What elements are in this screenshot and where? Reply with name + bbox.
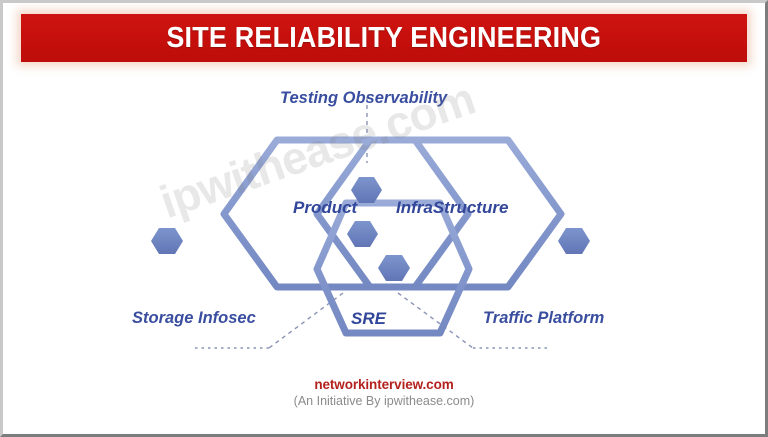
hexagon-infrastructure xyxy=(313,136,565,291)
label-storage-infosec: Storage Infosec xyxy=(132,309,256,327)
connector-bottom-right-diagonal xyxy=(397,292,474,349)
footer: networkinterview.com (An Initiative By i… xyxy=(3,377,765,408)
label-product: Product xyxy=(293,198,359,217)
hexagon-sre xyxy=(313,199,473,337)
label-traffic-platform: Traffic Platform xyxy=(483,309,604,327)
hexagon-marker-right xyxy=(558,228,590,254)
label-infrastructure: InfraStructure xyxy=(396,198,508,217)
label-sre: SRE xyxy=(351,309,387,328)
title-banner: SITE RELIABILITY ENGINEERING xyxy=(21,14,747,62)
hexagon-marker-lower xyxy=(378,255,410,281)
footer-tagline: (An Initiative By ipwithease.com) xyxy=(293,394,475,408)
hexagon-marker-left xyxy=(151,228,183,254)
label-testing-observability: Testing Observability xyxy=(280,89,448,107)
sre-venn-diagram: Product InfraStructure SRE Testing Obser… xyxy=(3,65,765,370)
footer-site-name: networkinterview.com xyxy=(314,377,454,392)
page-title: SITE RELIABILITY ENGINEERING xyxy=(166,21,602,54)
page-canvas: SITE RELIABILITY ENGINEERING xyxy=(3,3,765,434)
hexagon-marker-middle xyxy=(347,221,378,247)
hexagon-marker-top xyxy=(351,177,382,203)
